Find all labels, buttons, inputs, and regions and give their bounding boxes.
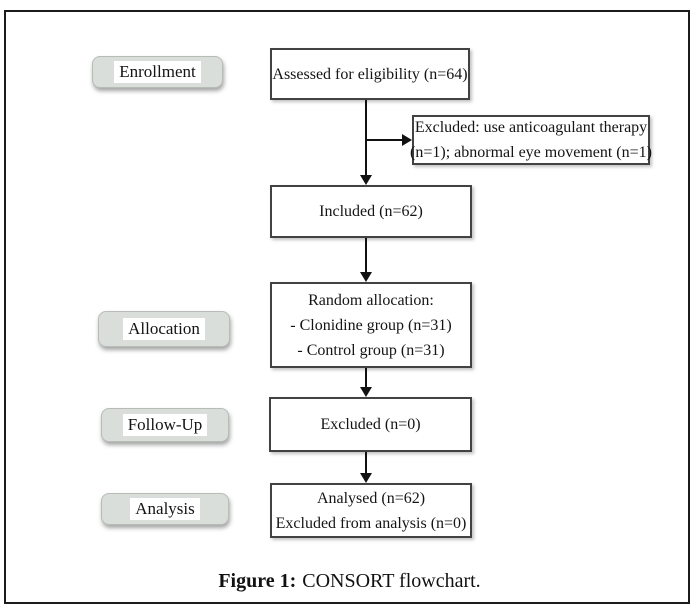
box-excluded-reasons: Excluded: use anticoagulant therapy (n=1… (410, 115, 652, 165)
arrow-assessed-to-included-line (365, 100, 367, 176)
stage-allocation: Allocation (98, 311, 230, 347)
arrow-assessed-to-included-head (360, 175, 372, 185)
box-followup-excluded: Excluded (n=0) (269, 397, 472, 452)
included-text: Included (n=62) (319, 203, 423, 220)
stage-follow-up-label: Follow-Up (122, 414, 208, 436)
stage-enrollment: Enrollment (92, 56, 223, 88)
excluded-reasons-line1: Excluded: use anticoagulant therapy (414, 119, 648, 136)
stage-allocation-label: Allocation (123, 318, 205, 340)
arrow-included-to-random-head (360, 272, 372, 282)
random-allocation-group1: - Clonidine group (n=31) (290, 316, 452, 334)
box-included: Included (n=62) (270, 185, 472, 238)
excluded-reasons-line2: (n=1); abnormal eye movement (n=1) (410, 144, 652, 161)
stage-analysis: Analysis (101, 493, 229, 525)
box-assessed-eligibility: Assessed for eligibility (n=64) (270, 48, 470, 100)
arrow-random-to-followup-line (365, 368, 367, 388)
stage-analysis-label: Analysis (130, 498, 200, 520)
random-allocation-group2: - Control group (n=31) (297, 341, 445, 359)
box-random-allocation: Random allocation: - Clonidine group (n=… (270, 282, 472, 368)
arrow-followup-to-analysis-head (360, 473, 372, 483)
arrow-branch-to-excluded-line (366, 139, 402, 141)
analysed-line2: Excluded from analysis (n=0) (275, 514, 467, 532)
arrow-branch-to-excluded-head (402, 134, 412, 146)
followup-excluded-text: Excluded (n=0) (320, 416, 421, 433)
stage-follow-up: Follow-Up (101, 408, 229, 442)
figure-caption: Figure 1:CONSORT flowchart. (0, 570, 699, 593)
figure-caption-prefix: Figure 1: (218, 570, 297, 592)
random-allocation-title: Random allocation: (308, 291, 434, 309)
figure-caption-text: CONSORT flowchart. (302, 570, 481, 592)
box-analysed: Analysed (n=62) Excluded from analysis (… (270, 483, 472, 538)
stage-enrollment-label: Enrollment (114, 61, 201, 83)
arrow-followup-to-analysis-line (365, 452, 367, 474)
arrow-random-to-followup-head (360, 387, 372, 397)
arrow-included-to-random-line (365, 238, 367, 273)
analysed-line1: Analysed (n=62) (316, 489, 426, 507)
assessed-eligibility-text: Assessed for eligibility (n=64) (272, 65, 468, 83)
